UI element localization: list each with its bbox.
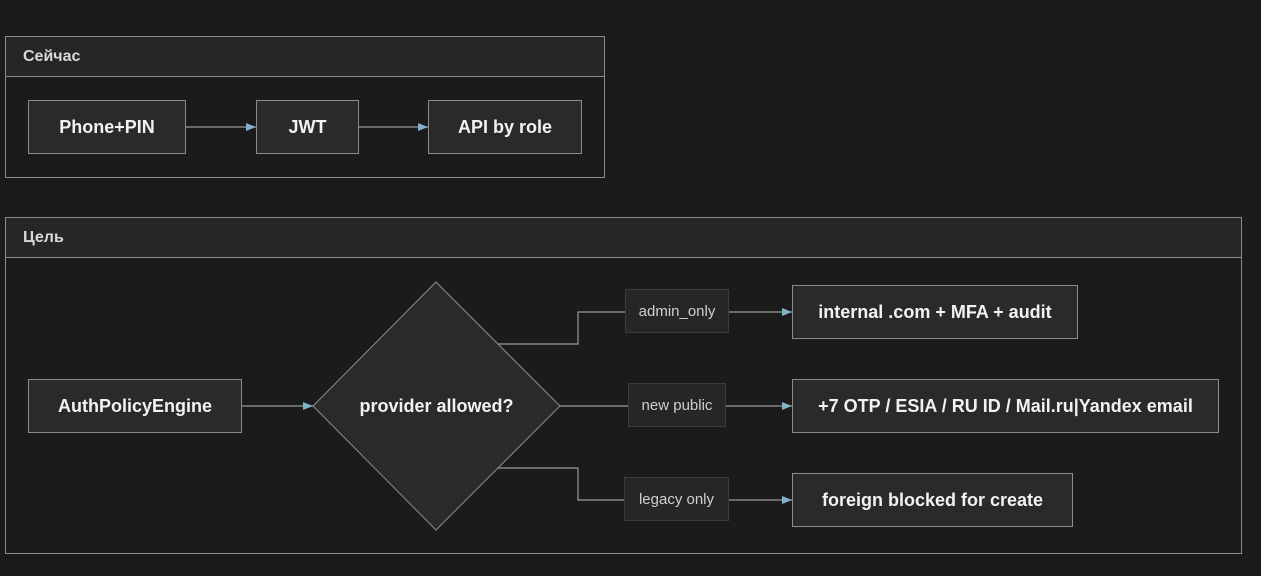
jwt-node: JWT [256, 100, 359, 154]
api-by-role-node: API by role [428, 100, 582, 154]
current-state-title: Сейчас [23, 48, 81, 65]
edge-label-new-public: new public [628, 383, 726, 427]
edge-label-legacy-only: legacy only [624, 477, 729, 521]
auth-policy-engine-node: AuthPolicyEngine [28, 379, 242, 433]
phone-pin-node: Phone+PIN [28, 100, 186, 154]
edge-label-admin-only: admin_only [625, 289, 729, 333]
target-state-title: Цель [23, 229, 64, 246]
admin-result-node: internal .com + MFA + audit [792, 285, 1078, 339]
legacy-result-node: foreign blocked for create [792, 473, 1073, 527]
decision-diamond [312, 281, 561, 531]
current-state-header: Сейчас [6, 37, 604, 77]
target-state-header: Цель [6, 218, 1241, 258]
decision-label: provider allowed? [359, 395, 514, 416]
public-result-node: +7 OTP / ESIA / RU ID / Mail.ru|Yandex e… [792, 379, 1219, 433]
